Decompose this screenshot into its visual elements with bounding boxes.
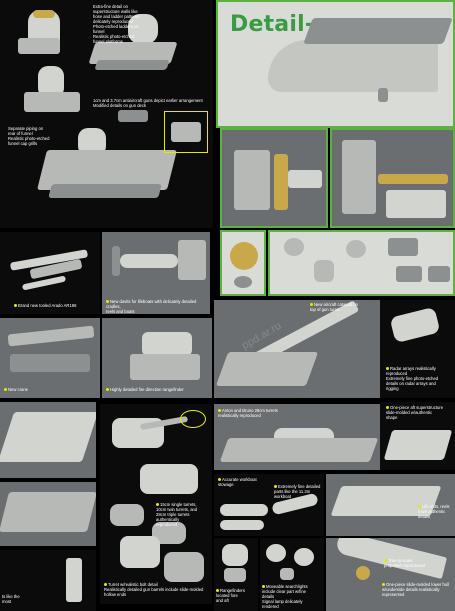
bow-deck-model [303, 18, 453, 44]
panel-superstructure-detail: Extra-fine detail on superstructure wall… [0, 0, 213, 228]
caption-funnel: Extra-fine detail on superstructure wall… [93, 4, 140, 44]
caption-rangefinder: Highly detailed fire direction rangefind… [106, 387, 210, 392]
turret-roof-model [215, 352, 319, 386]
aft-superstructure-model [383, 430, 453, 460]
propeller-model [356, 566, 370, 580]
panel-liferafts: Life rafts, reels have authentic details [326, 474, 455, 536]
funnel-assembly-model [128, 14, 158, 44]
panel-crane: New crane [0, 318, 100, 398]
platform-model [288, 170, 322, 188]
tower-base-model [130, 354, 200, 380]
funnel-base-model [24, 92, 80, 112]
rangefinder-fore-model [222, 544, 248, 566]
anchor-model [378, 88, 388, 102]
panel-hull-side [0, 482, 96, 546]
turret-2-model [140, 464, 198, 494]
bow-hull-model [268, 40, 438, 92]
panel-reels [220, 230, 266, 296]
panel-workboat: Accurate workboat stowage Extremely fine… [214, 474, 324, 536]
panel-hull-bottom: True-to-scale propellers reproduced One-… [326, 538, 455, 611]
panel-rangefinder: Highly detailed fire direction rangefind… [102, 318, 212, 398]
panel-turrets: 15cm single turrets, 10cm twin turrets, … [100, 404, 212, 604]
searchlight-detail-2 [294, 548, 314, 566]
caption-davits: New davits for lifeboats with delicately… [106, 299, 197, 314]
workboat-1 [220, 504, 268, 516]
muzzle-detail-box [180, 410, 206, 428]
caption-piping: Separate piping on rear of funnel Realis… [8, 126, 50, 146]
panel-davits: New davits for lifeboats with delicately… [102, 232, 210, 314]
rangefinder-model [142, 332, 192, 356]
aft-deck-shadow-model [48, 184, 162, 198]
funnel-base-2-model [178, 240, 206, 280]
aa-gun-model [171, 122, 201, 142]
lifeboat-model [120, 254, 178, 268]
deck-edge-model [94, 60, 170, 70]
caption-guns15: 15cm single turrets, 10cm twin turrets, … [156, 502, 198, 527]
davit-model [112, 246, 120, 276]
caption-turret: Turret w/realistic bolt detail Realistic… [104, 582, 204, 597]
panel-radar: Radar arrays realistically reproduced Ex… [380, 300, 455, 398]
turret-4-model [152, 522, 186, 544]
reel-model [230, 242, 258, 270]
caption-catapult: New aircraft catapult on top of gun turr… [310, 302, 358, 312]
rail-model [378, 174, 448, 184]
caption-rangefinders: Rangefinders located fore and aft [216, 588, 245, 603]
caption-bottomleft: ts like the most [2, 594, 20, 604]
crane-model [7, 325, 95, 347]
gun-model [118, 110, 148, 122]
rangefinder-aft-model [224, 568, 246, 582]
anton-deck-model [219, 438, 379, 462]
bridge-model [234, 150, 270, 210]
caption-guns: 1cm and 3.7cm antiaircraft guns depict e… [93, 98, 203, 108]
caption-searchlights: Moveable searchlights include clear part… [262, 584, 308, 609]
searchlight-3 [346, 240, 366, 258]
caption-liferafts: Life rafts, reels have authentic details [418, 504, 450, 519]
caption-radar: Radar arrays realistically reproduced Ex… [386, 366, 439, 391]
caption-arado: Brand new tooled Arado AR196 [14, 303, 98, 308]
caption-crane: New crane [4, 387, 64, 392]
aa-gun-1 [388, 238, 418, 256]
panel-superstructure: One-piece aft superstructure slide-molde… [380, 402, 455, 470]
caption-hull: One-piece slide-molded lower hull w/unde… [382, 582, 450, 597]
searchlight-1 [284, 238, 304, 256]
funnel-cap-model [33, 10, 55, 18]
hull-side-model [0, 492, 96, 532]
caption-anton: Anton and Bruno 28cm turrets realistical… [218, 408, 278, 418]
deckhouse-model [386, 190, 446, 218]
panel-detail-up: Detail-up [216, 0, 455, 128]
gun-detail-box [164, 111, 208, 153]
searchlight-2 [314, 260, 334, 282]
radar-model [389, 306, 441, 344]
tower-model [342, 140, 376, 214]
panel-ladder-detail [220, 128, 328, 228]
signal-lamp-model [280, 568, 294, 580]
deck-rails-model [10, 354, 90, 372]
funnel-platform-model [18, 38, 60, 54]
panel-anton: Anton and Bruno 28cm turrets realistical… [214, 404, 380, 470]
searchlight-detail-1 [266, 544, 286, 562]
panel-rangefinders: Rangefinders located fore and aft [214, 538, 258, 611]
caption-boats: Extremely fine detailed parts like the 1… [274, 484, 321, 499]
caption-propellers: True-to-scale propellers reproduced [384, 558, 425, 568]
aa-gun-3 [428, 266, 450, 282]
deck-plank-model [0, 412, 96, 462]
panel-searchlight-detail: Moveable searchlights include clear part… [260, 538, 324, 611]
turret-3-model [110, 504, 144, 526]
ladder-model [274, 154, 288, 210]
panel-rail-detail [330, 128, 455, 228]
panel-searchlights [268, 230, 455, 296]
rope-reel-model [66, 558, 82, 602]
caption-superstructure: One-piece aft superstructure slide-molde… [386, 405, 444, 420]
caption-workboat: Accurate workboat stowage [218, 477, 257, 487]
turret-5-model [120, 536, 160, 568]
panel-deck-rails [0, 402, 96, 478]
aa-gun-2 [396, 266, 422, 282]
small-reel-model [234, 276, 252, 288]
workboat-3 [220, 520, 264, 530]
panel-rope-reel: ts like the most [0, 550, 96, 611]
arado-float-model [21, 275, 67, 291]
turret-6-model [164, 552, 204, 582]
panel-arado: Brand new tooled Arado AR196 [0, 232, 100, 314]
panel-catapult: New aircraft catapult on top of gun turr… [214, 300, 380, 398]
